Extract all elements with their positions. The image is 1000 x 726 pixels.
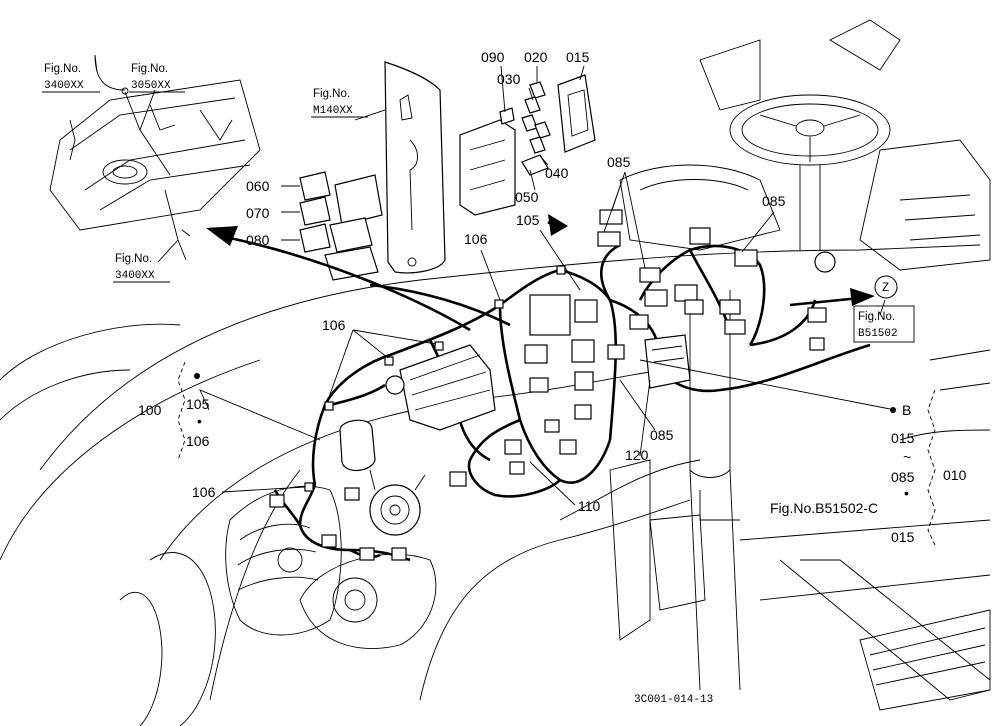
- fig-references: Fig.No. 3400XX Fig.No. 3050XX Fig.No. 34…: [42, 63, 915, 343]
- fig-label-3400-top: Fig.No.: [44, 63, 81, 75]
- transfer-arrows: [206, 214, 875, 332]
- callout-106-mid: 106: [322, 317, 346, 333]
- callout-040: 040: [545, 165, 569, 181]
- callout-080: 080: [246, 232, 270, 248]
- callout-120: 120: [625, 447, 649, 463]
- fig-ref-m140: M140XX: [313, 105, 353, 117]
- starter-motor: [399, 344, 496, 431]
- fig-label-b51502: Fig.No.: [858, 311, 895, 323]
- group-brackets: [177, 361, 936, 546]
- callout-106-low: 106: [192, 484, 216, 500]
- alternator: [369, 484, 421, 536]
- arrow-head-right: [850, 288, 875, 306]
- fig-label-3400-bottom: Fig.No.: [115, 253, 152, 265]
- group-010-a: 015: [891, 430, 915, 446]
- drawing-code: 3C001-014-13: [634, 694, 713, 706]
- exploded-parts: [299, 61, 596, 281]
- fig-b51502-c: Fig.No.B51502-C: [770, 500, 878, 516]
- callout-085-right: 085: [762, 193, 786, 209]
- group-100-dot-text: •: [197, 413, 202, 429]
- harness-components: [269, 209, 836, 561]
- marker-z: Z: [882, 282, 889, 294]
- fig-ref-3400-top: 3400XX: [44, 80, 84, 92]
- group-100-bottom: 106: [186, 433, 210, 449]
- callout-085-top: 085: [607, 154, 631, 170]
- fuse-box-015: [557, 74, 596, 153]
- fig-ref-3050: 3050XX: [131, 80, 171, 92]
- relay-090: [459, 119, 516, 216]
- callout-106-top: 106: [464, 231, 488, 247]
- marker-z-circle: [874, 275, 898, 299]
- group-010-b: 085: [891, 469, 915, 485]
- fig-label-3050: Fig.No.: [131, 63, 168, 75]
- fig-ref-3400-bottom: 3400XX: [115, 270, 155, 282]
- callout-070: 070: [246, 205, 270, 221]
- callout-085-lower: 085: [650, 427, 674, 443]
- fuel-solenoid: [339, 419, 376, 471]
- callout-010: 010: [943, 467, 967, 483]
- callout-020: 020: [524, 49, 548, 65]
- callout-numbers: 090 020 015 030 040 050 060 070 080 085 …: [138, 49, 967, 514]
- tractor-outline: [0, 19, 991, 726]
- fuse-box: [644, 334, 691, 389]
- group-010-dot: •: [904, 485, 909, 501]
- marker-b: B: [902, 402, 911, 418]
- group-010-list: B 015 ~ 085 • Fig.No.B51502-C 015: [770, 402, 915, 545]
- callout-015: 015: [566, 49, 590, 65]
- group-100-dot: [194, 373, 200, 379]
- arrow-head-dash: [548, 214, 568, 236]
- relay-block: [529, 294, 571, 336]
- arrow-head-left: [206, 226, 238, 246]
- callout-060: 060: [246, 178, 270, 194]
- group-010-tilde: ~: [903, 449, 911, 465]
- callout-110: 110: [578, 498, 601, 514]
- callout-100: 100: [138, 402, 162, 418]
- callout-105: 105: [516, 212, 540, 228]
- group-100-top: 105: [186, 396, 210, 412]
- fig-ref-b51502: B51502: [858, 328, 898, 340]
- marker-b-dot: [890, 407, 896, 413]
- group-010-c: 015: [891, 529, 915, 545]
- callout-030: 030: [497, 71, 521, 87]
- group-100-list: 105 • 106: [186, 373, 210, 449]
- fig-label-m140: Fig.No.: [313, 88, 350, 100]
- engine-head-inset: [49, 54, 261, 261]
- mounting-bracket: [384, 61, 446, 274]
- callout-050: 050: [515, 189, 539, 205]
- leader-lines: [94, 54, 896, 506]
- callout-090: 090: [481, 49, 505, 65]
